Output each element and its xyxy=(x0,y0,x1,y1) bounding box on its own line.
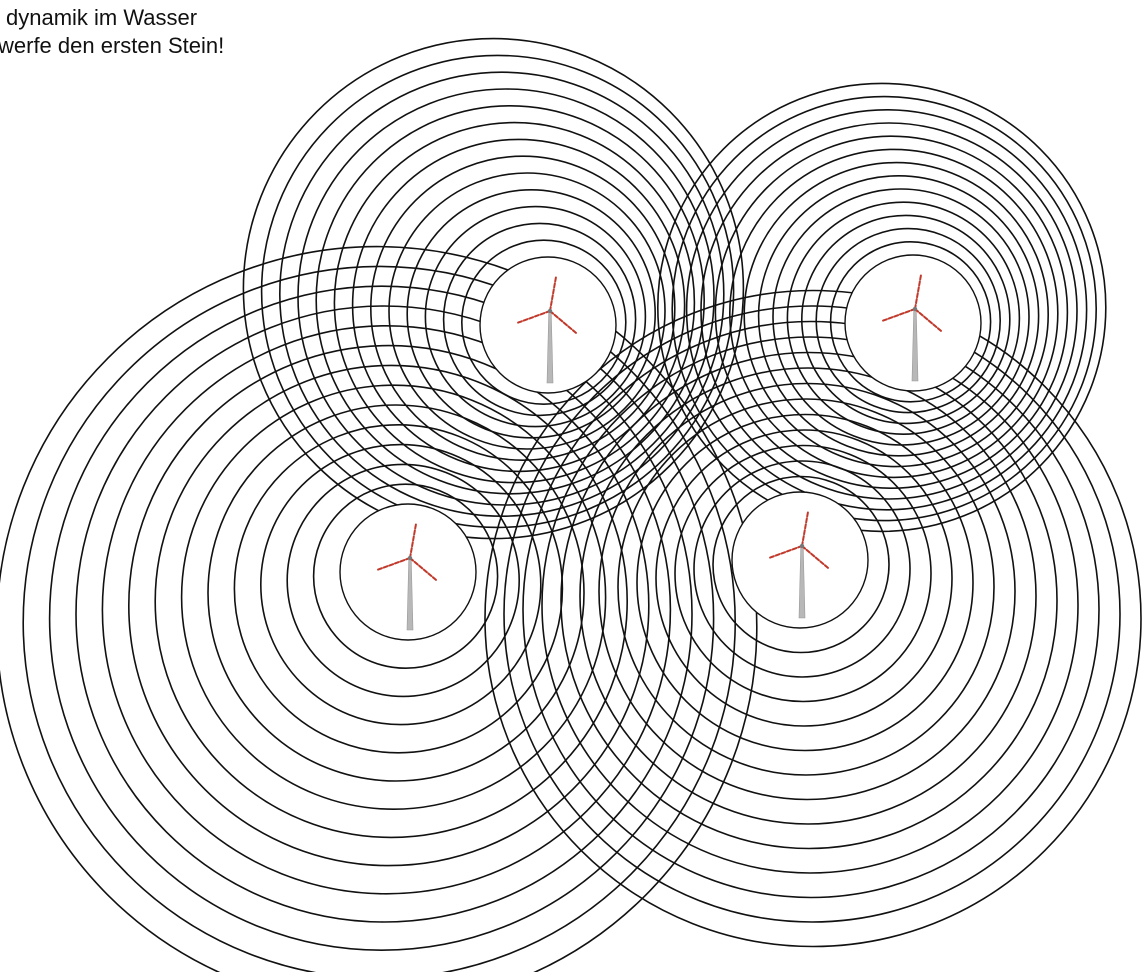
turbine-group xyxy=(340,255,981,640)
ripple-rings xyxy=(0,39,1141,972)
turbine-top-left xyxy=(480,257,616,393)
turbine-top-right xyxy=(845,255,981,391)
caption-line-2: werfe den ersten Stein! xyxy=(0,32,224,60)
turbine-bottom-left xyxy=(340,504,476,640)
caption: dynamik im Wasser werfe den ersten Stein… xyxy=(0,4,224,60)
turbine-bottom-right xyxy=(732,492,868,628)
caption-line-1: dynamik im Wasser xyxy=(6,4,224,32)
